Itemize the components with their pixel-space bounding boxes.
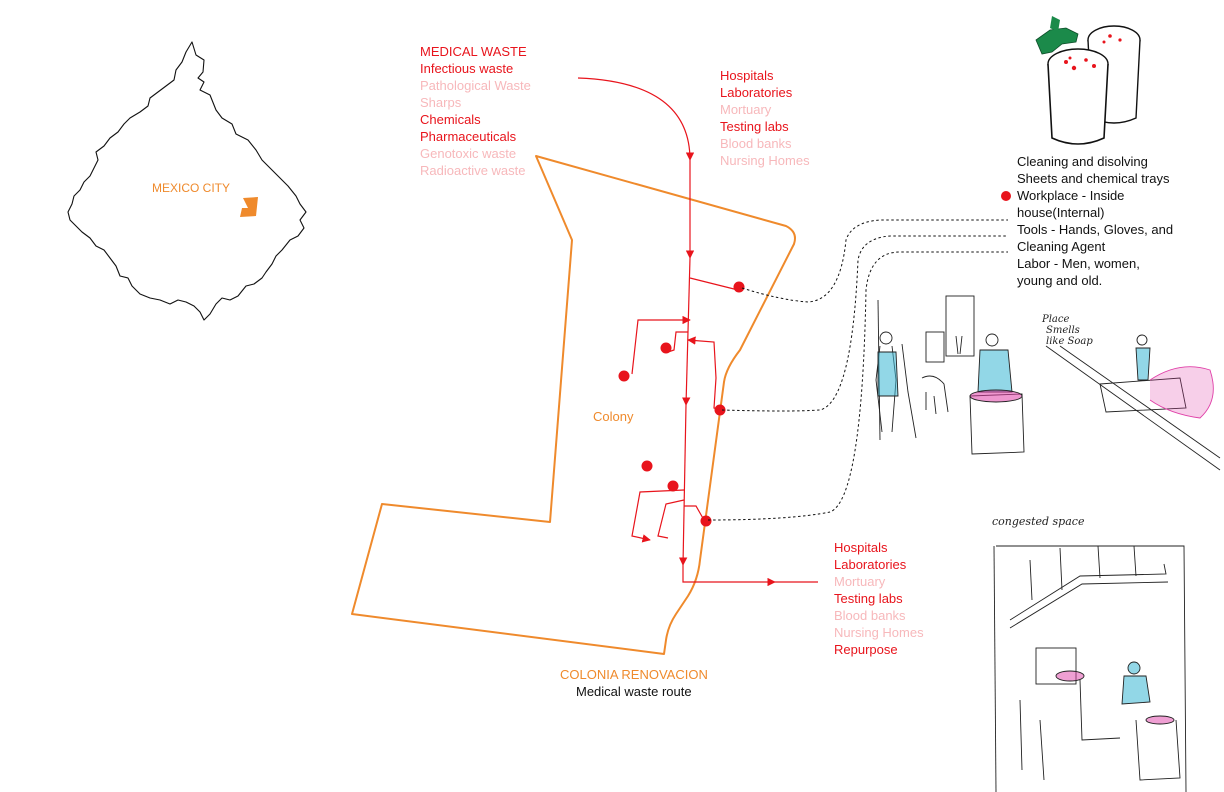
source-item: Nursing Homes — [834, 625, 924, 640]
description-line: Tools - Hands, Gloves, and — [1017, 222, 1174, 237]
source-item: Hospitals — [834, 540, 888, 555]
collection-point — [660, 342, 672, 354]
waste-type: Genotoxic waste — [420, 146, 517, 161]
collection-point — [700, 515, 712, 527]
congested-space-sketch — [993, 545, 1187, 792]
mexico-city-label: MEXICO CITY — [152, 181, 231, 195]
waste-type: Radioactive waste — [420, 163, 526, 178]
route-branch-lower-right — [684, 505, 705, 521]
route-subtitle: Medical waste route — [576, 684, 692, 699]
route-branch-right-loop — [687, 336, 723, 411]
description-line: young and old. — [1017, 273, 1103, 288]
workplace-description: Cleaning and disolving Sheets and chemic… — [1001, 153, 1174, 289]
source-item: Blood banks — [834, 608, 906, 623]
description-line: house(Internal) — [1017, 205, 1105, 220]
description-bullet-line: Workplace - Inside — [1001, 187, 1173, 204]
mexico-city-outline — [67, 41, 307, 321]
connector-bottom — [707, 251, 1008, 521]
source-item: Hospitals — [720, 68, 774, 83]
mexico-city-map — [67, 41, 307, 321]
congested-space-note: congested space — [992, 515, 1085, 528]
source-item: Nursing Homes — [720, 153, 810, 168]
colony-label: Colony — [593, 409, 634, 424]
route-branch-left-inner — [667, 331, 688, 353]
waste-type: Pharmaceuticals — [420, 129, 517, 144]
source-item: Mortuary — [720, 102, 772, 117]
source-item: Laboratories — [720, 85, 793, 100]
collection-points — [618, 281, 745, 527]
collection-point — [641, 460, 653, 472]
waste-type: Chemicals — [420, 112, 481, 127]
collection-point — [667, 480, 679, 492]
sources-top-list: Hospitals Laboratories Mortuary Testing … — [720, 67, 810, 169]
description-line: Sheets and chemical trays — [1017, 171, 1170, 186]
sources-bottom-list: Hospitals Laboratories Mortuary Testing … — [834, 539, 924, 658]
source-item: Mortuary — [834, 574, 886, 589]
bucket-sketch — [1035, 16, 1141, 145]
smell-note: Place Smells like Soap — [1042, 314, 1093, 347]
colony-boundary — [351, 155, 796, 655]
description-line: Cleaning and disolving — [1017, 154, 1148, 169]
source-item: Repurpose — [834, 642, 898, 657]
description-line: Cleaning Agent — [1017, 239, 1106, 254]
connector-top — [741, 219, 1008, 303]
route-entry-curve — [577, 77, 695, 161]
collection-point — [618, 370, 630, 382]
collection-point — [733, 281, 745, 293]
medical-waste-list: MEDICAL WASTE Infectious waste Pathologi… — [420, 43, 531, 179]
waste-route — [577, 77, 818, 587]
route-exit — [682, 565, 776, 587]
route-branch-left-loop — [631, 315, 691, 375]
source-item: Laboratories — [834, 557, 907, 572]
waste-type: Sharps — [420, 95, 462, 110]
waste-type: Pathological Waste — [420, 78, 531, 93]
workers-sketch — [875, 295, 1221, 471]
connector-middle — [721, 235, 1008, 412]
route-branch-lower-left — [631, 489, 685, 543]
dotted-connectors — [707, 219, 1008, 521]
colonia-location-marker — [240, 197, 258, 217]
route-branch-upper-right — [689, 277, 739, 291]
source-item: Testing labs — [834, 591, 903, 606]
route-main-trunk-end — [678, 404, 688, 566]
medical-waste-title: MEDICAL WASTE — [420, 44, 527, 59]
route-branch-lower-mid — [657, 499, 685, 539]
source-item: Testing labs — [720, 119, 789, 134]
description-line: Labor - Men, women, — [1017, 256, 1140, 271]
collection-point — [714, 404, 726, 416]
source-item: Blood banks — [720, 136, 792, 151]
waste-type: Infectious waste — [420, 61, 514, 76]
red-dot-icon — [1001, 191, 1011, 201]
colonia-title: COLONIA RENOVACION — [560, 667, 708, 682]
